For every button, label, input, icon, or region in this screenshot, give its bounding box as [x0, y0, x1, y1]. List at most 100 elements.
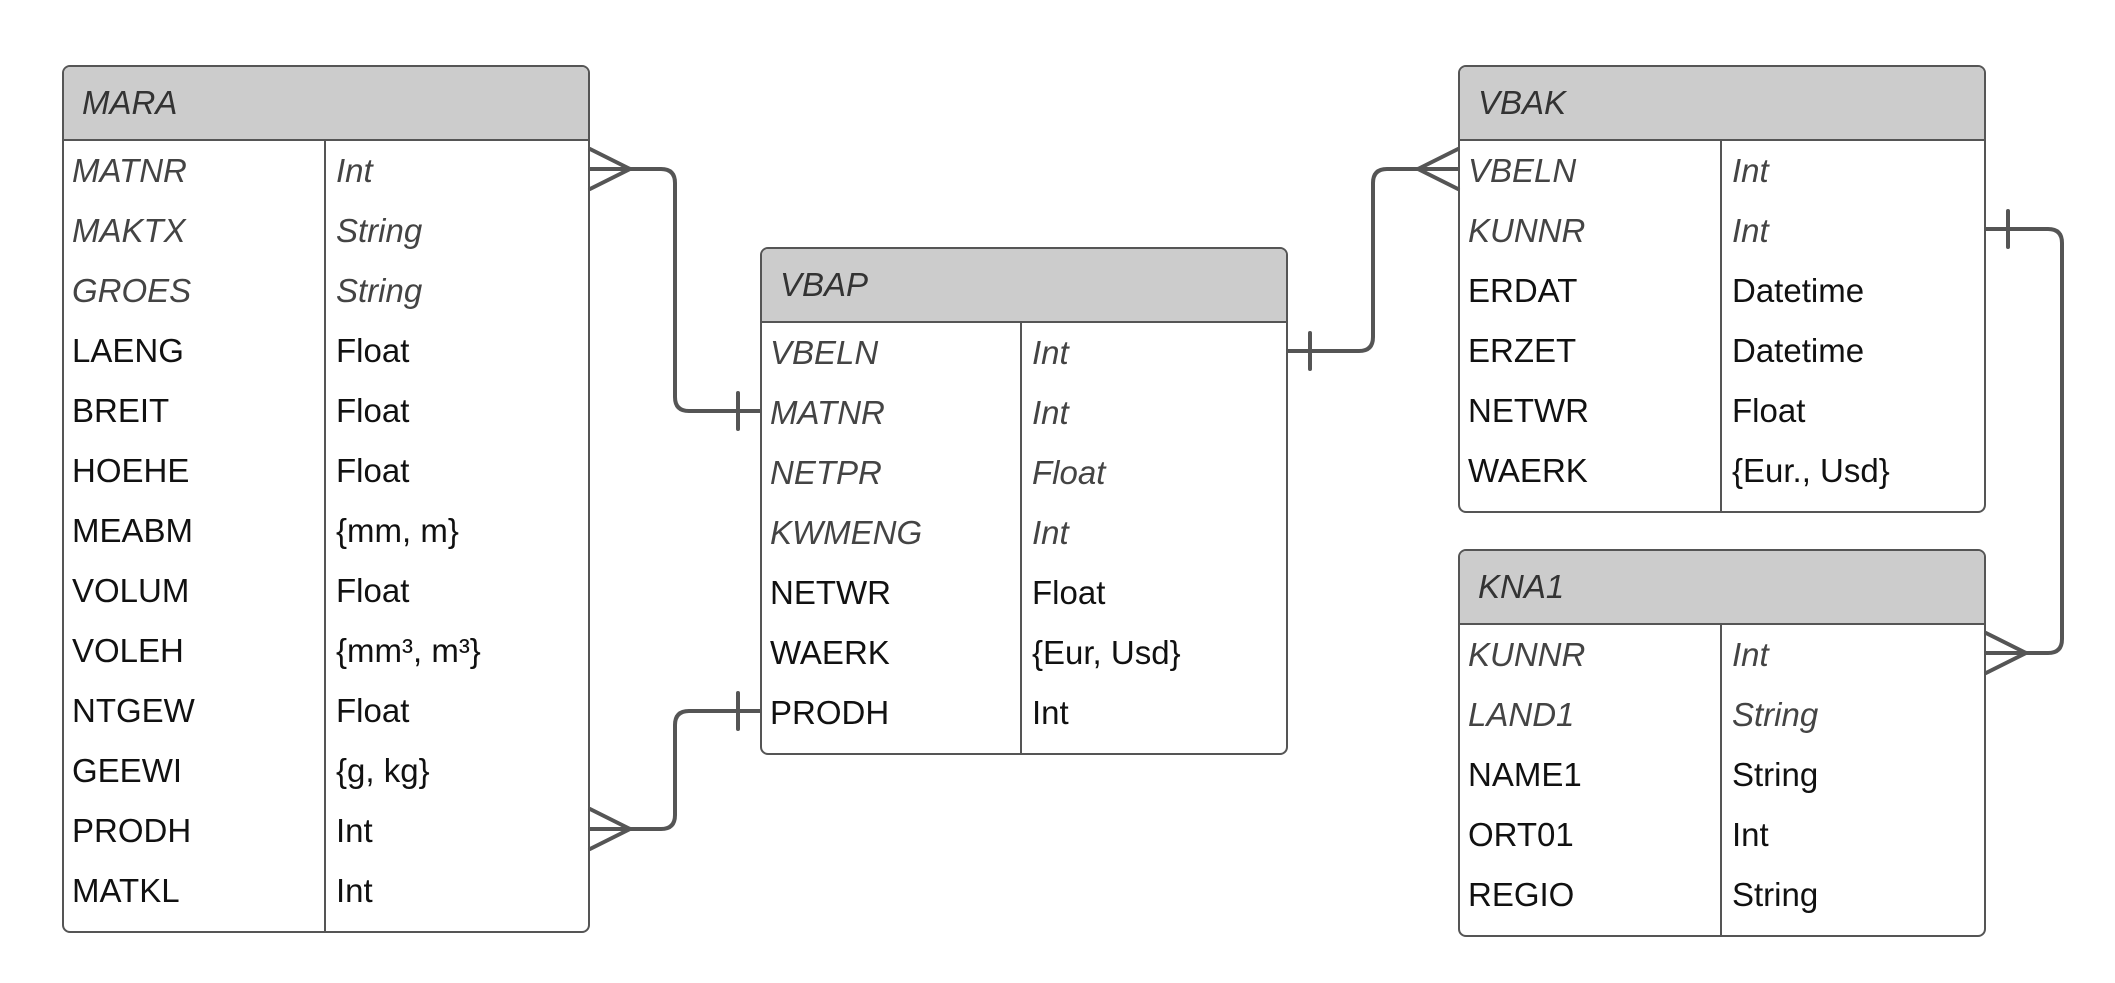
- field-row[interactable]: ERZET Datetime: [1460, 321, 1984, 381]
- field-type: Int: [1032, 694, 1069, 731]
- field-type: Float: [1032, 574, 1106, 611]
- field-name: ERDAT: [1468, 272, 1578, 309]
- field-row[interactable]: KUNNR Int: [1460, 625, 1984, 685]
- field-type: Float: [1732, 392, 1806, 429]
- field-name: LAENG: [72, 332, 184, 369]
- field-row[interactable]: GEEWI {g, kg}: [64, 741, 588, 801]
- field-row[interactable]: PRODH Int: [64, 801, 588, 861]
- field-row[interactable]: MATKL Int: [64, 861, 588, 921]
- field-row[interactable]: VBELN Int: [1460, 141, 1984, 201]
- field-row[interactable]: MAKTX String: [64, 201, 588, 261]
- entity-title: VBAK: [1460, 67, 1984, 141]
- field-type: String: [1732, 696, 1819, 733]
- field-row[interactable]: NETPR Float: [762, 443, 1286, 503]
- field-name: NETPR: [770, 454, 882, 491]
- entity-title: KNA1: [1460, 551, 1984, 625]
- field-name: REGIO: [1468, 876, 1575, 913]
- field-name: HOEHE: [72, 452, 190, 489]
- field-name: KUNNR: [1468, 212, 1586, 249]
- field-name: ORT01: [1468, 816, 1574, 853]
- field-type: {mm, m}: [336, 512, 459, 549]
- field-type: String: [336, 212, 423, 249]
- field-type: {Eur, Usd}: [1032, 634, 1181, 671]
- field-row[interactable]: WAERK{Eur., Usd}: [1460, 441, 1984, 501]
- field-type: Int: [1032, 334, 1069, 371]
- field-name: NTGEW: [72, 692, 195, 729]
- column-divider: [1020, 323, 1022, 753]
- field-name: BREIT: [72, 392, 170, 429]
- field-type: Float: [336, 392, 410, 429]
- field-name: PRODH: [72, 812, 192, 849]
- field-name: VBELN: [1468, 152, 1577, 189]
- field-name: PRODH: [770, 694, 890, 731]
- field-type: Float: [1032, 454, 1106, 491]
- field-type: {g, kg}: [336, 752, 430, 789]
- field-row[interactable]: ORT01 Int: [1460, 805, 1984, 865]
- field-type: Int: [1732, 636, 1769, 673]
- field-row[interactable]: ERDAT Datetime: [1460, 261, 1984, 321]
- field-name: ERZET: [1468, 332, 1577, 369]
- field-type: Int: [1032, 394, 1069, 431]
- field-type: Datetime: [1732, 332, 1865, 369]
- field-name: VBELN: [770, 334, 879, 371]
- field-name: GROES: [72, 272, 192, 309]
- field-type: String: [336, 272, 423, 309]
- field-type: Datetime: [1732, 272, 1865, 309]
- field-row[interactable]: KUNNR Int: [1460, 201, 1984, 261]
- field-row[interactable]: VBELN Int: [762, 323, 1286, 383]
- field-name: MATNR: [770, 394, 885, 431]
- field-type: Int: [1032, 514, 1069, 551]
- field-type: Int: [336, 812, 373, 849]
- field-name: KUNNR: [1468, 636, 1586, 673]
- field-row[interactable]: NTGEW Float: [64, 681, 588, 741]
- field-type: Float: [336, 572, 410, 609]
- field-row[interactable]: MATNR Int: [762, 383, 1286, 443]
- field-name: NETWR: [1468, 392, 1589, 429]
- field-row[interactable]: LAENG Float: [64, 321, 588, 381]
- field-type: Int: [1732, 816, 1769, 853]
- field-name: NAME1: [1468, 756, 1582, 793]
- field-type: {mm³, m³}: [336, 632, 481, 669]
- column-divider: [324, 141, 326, 931]
- field-type: Float: [336, 692, 410, 729]
- field-row[interactable]: VOLEH {mm³, m³}: [64, 621, 588, 681]
- field-type: Float: [336, 332, 410, 369]
- column-divider: [1720, 625, 1722, 935]
- field-name: VOLEH: [72, 632, 184, 669]
- field-type: Int: [336, 872, 373, 909]
- field-type: Float: [336, 452, 410, 489]
- field-name: MATKL: [72, 872, 180, 909]
- field-row[interactable]: PRODH Int: [762, 683, 1286, 743]
- field-name: VOLUM: [72, 572, 190, 609]
- field-type: Int: [336, 152, 373, 189]
- field-row[interactable]: BREIT Float: [64, 381, 588, 441]
- field-row[interactable]: REGIO String: [1460, 865, 1984, 925]
- field-name: GEEWI: [72, 752, 183, 789]
- field-name: WAERK: [770, 634, 890, 671]
- field-row[interactable]: LAND1 String: [1460, 685, 1984, 745]
- field-type: String: [1732, 876, 1819, 913]
- field-row[interactable]: MEABM{mm, m}: [64, 501, 588, 561]
- field-row[interactable]: VOLUM Float: [64, 561, 588, 621]
- field-row[interactable]: WAERK {Eur, Usd}: [762, 623, 1286, 683]
- field-row[interactable]: HOEHE Float: [64, 441, 588, 501]
- field-row[interactable]: NETWR Float: [1460, 381, 1984, 441]
- field-type: Int: [1732, 152, 1769, 189]
- entity-title: VBAP: [762, 249, 1286, 323]
- field-row[interactable]: GROES String: [64, 261, 588, 321]
- field-name: MAKTX: [72, 212, 186, 249]
- entity-title: MARA: [64, 67, 588, 141]
- field-name: LAND1: [1468, 696, 1575, 733]
- field-type: Int: [1732, 212, 1769, 249]
